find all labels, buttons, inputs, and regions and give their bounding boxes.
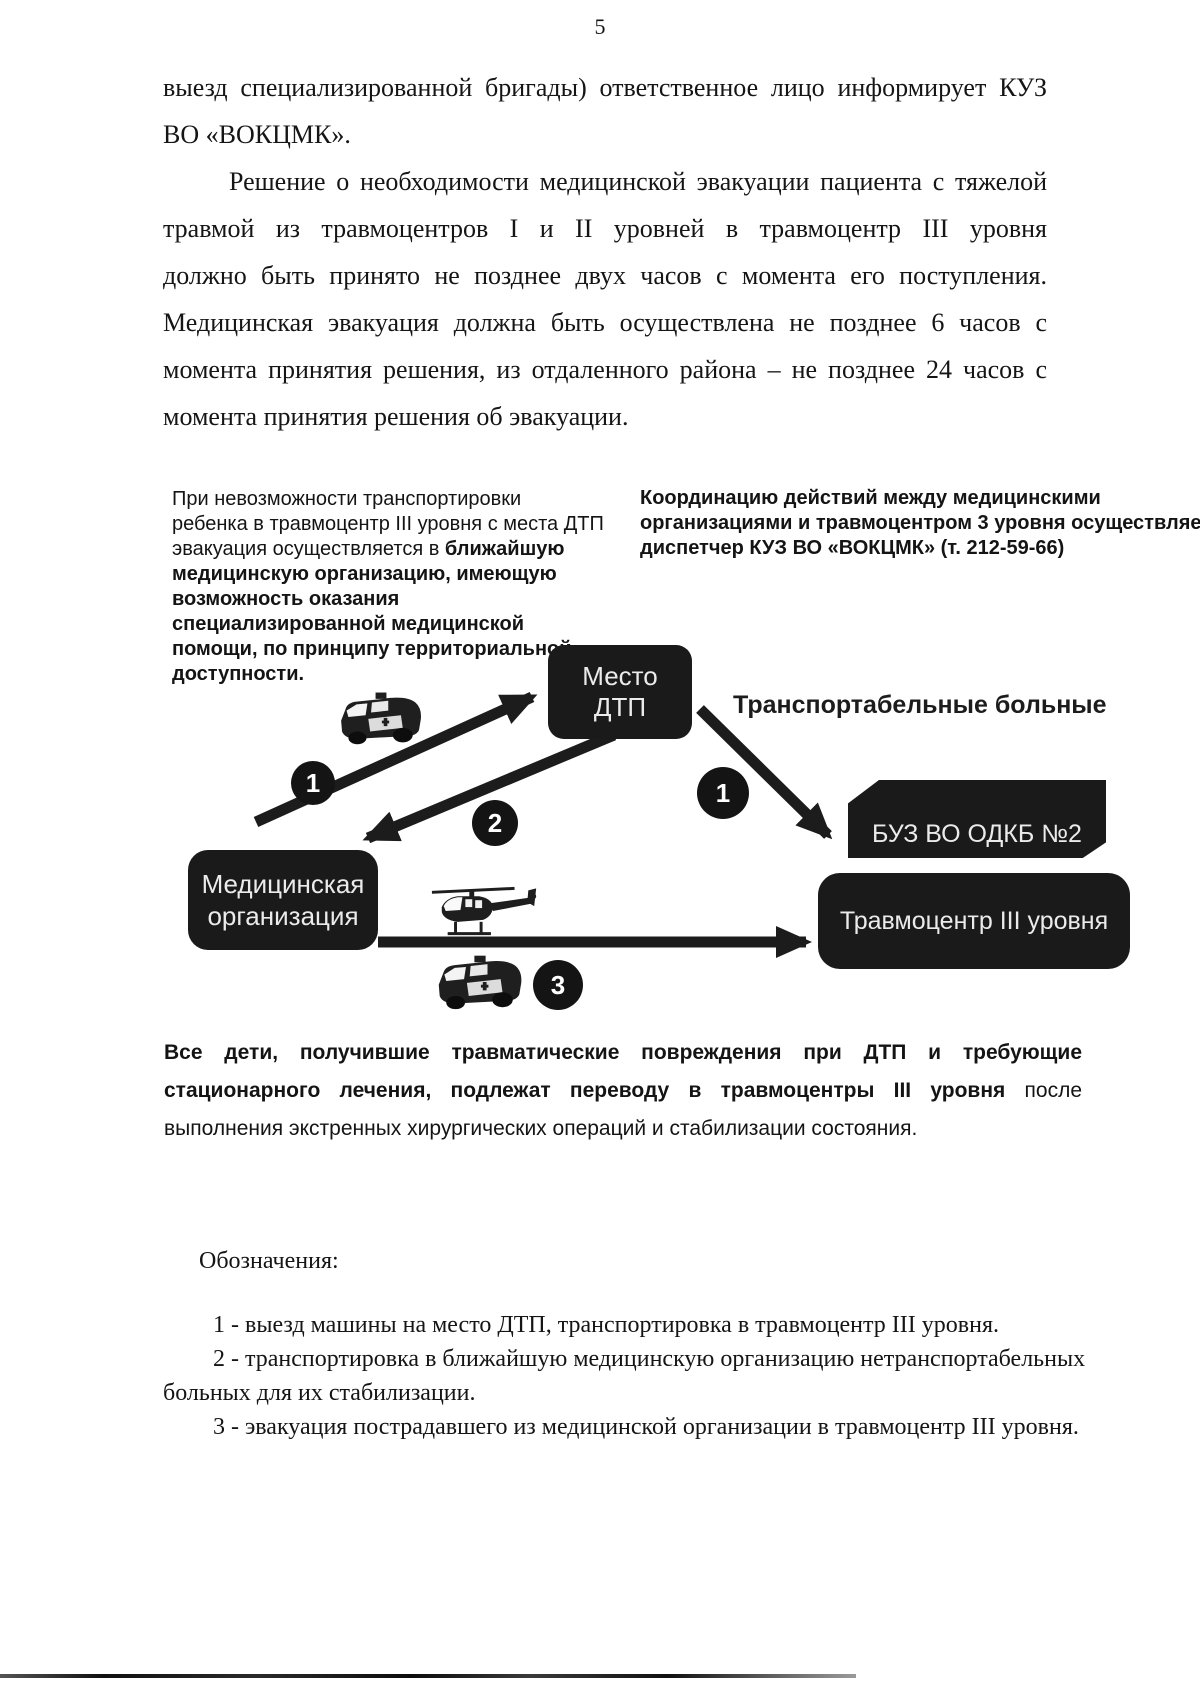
node-label: организация <box>207 901 359 931</box>
diagram-note-left: При невозможности транспортировки ребенк… <box>172 487 604 687</box>
node-medical-organization: Медицинская организация <box>188 850 378 950</box>
helicopter-icon <box>431 886 537 936</box>
text-segment: после выполнения экстренных хирургически… <box>164 1079 1082 1140</box>
node-label: ДТП <box>593 692 647 722</box>
page-number: 5 <box>594 14 606 39</box>
paragraph-1: выезд специализированной бригады) ответс… <box>163 64 1047 158</box>
step-badge-1: 1 <box>291 761 335 805</box>
step-badge-2: 2 <box>472 800 518 846</box>
label-transportable-patients: Транспортабельные больные <box>733 691 1107 719</box>
node-traumacenter-3: Травмоцентр III уровня <box>818 873 1130 969</box>
text-line: выезд специализированной бригады) ответс… <box>163 73 1047 102</box>
text-line: возможность оказания <box>172 588 400 610</box>
node-label: Место <box>582 661 658 691</box>
node-buz-vo-odkb-2: БУЗ ВО ОДКБ №2 <box>848 780 1106 858</box>
text-line: момента принятия решения, из отдаленного… <box>163 355 1047 384</box>
text-line: Решение о необходимости медицинской эвак… <box>229 167 1047 196</box>
scan-artifact-line <box>0 1674 856 1678</box>
legend-item: 2 - транспортировка в ближайшую медицинс… <box>163 1346 1086 1406</box>
paragraph-2: Решение о необходимости медицинской эвак… <box>163 158 1047 440</box>
step-badge-1: 1 <box>697 767 749 819</box>
legend: Обозначения: 1 - выезд машины на место Д… <box>163 1244 1108 1444</box>
text-line: доступности. <box>172 663 305 685</box>
text-line: Координацию действий между медицинскими <box>640 487 1101 509</box>
text-line: помощи, по принципу территориальной <box>172 638 572 660</box>
ambulance-icon <box>438 955 522 1010</box>
text-line: диспетчер КУЗ ВО «ВОКЦМК» (т. 212-59-66) <box>640 537 1065 559</box>
legend-item: 1 - выезд машины на место ДТП, транспорт… <box>213 1312 999 1338</box>
text-line: должно быть принято не позднее двух часо… <box>163 261 1047 290</box>
ambulance-icon <box>341 692 421 745</box>
node-label: БУЗ ВО ОДКБ №2 <box>872 820 1082 848</box>
text-line: медицинскую организацию, имеющую <box>172 563 557 585</box>
node-label: Медицинская <box>201 869 365 899</box>
legend-title: Обозначения: <box>199 1248 339 1274</box>
text-line: Медицинская эвакуация должна быть осущес… <box>163 308 1047 337</box>
text-line: При невозможности транспортировки <box>172 488 522 510</box>
node-label: Травмоцентр III уровня <box>839 906 1109 935</box>
text-segment-bold: Все дети, получившие травматические повр… <box>164 1041 1082 1102</box>
text-line: эвакуация осуществляется в ближайшую <box>172 537 582 562</box>
diagram-footnote: Все дети, получившие травматические повр… <box>164 1034 1082 1148</box>
text-segment: эвакуация осуществляется в <box>172 538 445 560</box>
step-badge-3: 3 <box>533 960 583 1010</box>
text-line: момента принятия решения об эвакуации. <box>163 402 629 431</box>
text-segment-bold: ближайшую <box>444 538 565 560</box>
node-accident-scene: Место ДТП <box>548 645 692 739</box>
text-line: травмой из травмоцентров I и II уровней … <box>163 214 1047 243</box>
text-line: специализированной медицинской <box>172 613 525 635</box>
diagram-note-right: Координацию действий между медицинскими … <box>640 486 1200 561</box>
legend-item: 3 - эвакуация пострадавшего из медицинск… <box>213 1414 1079 1440</box>
text-line: организациями и травмоцентром 3 уровня о… <box>640 512 1200 534</box>
text-line: ВО «ВОКЦМК». <box>163 120 351 149</box>
text-line: ребенка в травмоцентр III уровня с места… <box>172 513 604 535</box>
